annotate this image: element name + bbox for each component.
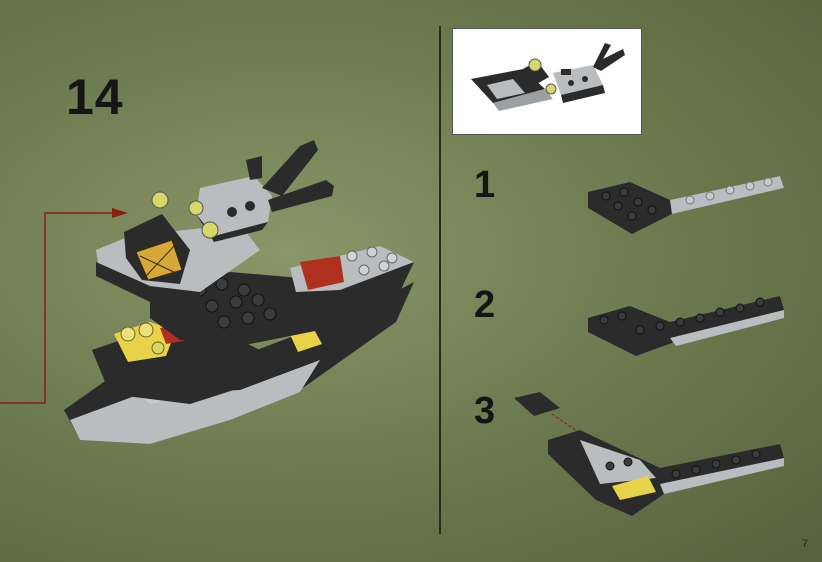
- sub-step-2-number: 2: [474, 284, 496, 326]
- page-divider: [439, 26, 441, 534]
- sub-step-3-illustration: [514, 392, 784, 516]
- sub-step-1-number: 1: [474, 164, 496, 206]
- page-number: 7: [802, 538, 809, 550]
- sub-step-2-illustration: [588, 296, 784, 356]
- main-model-illustration: [64, 140, 414, 444]
- assembly-arrow: [0, 208, 128, 404]
- main-step-number: 14: [66, 69, 124, 125]
- preview-model-illustration: [471, 43, 625, 111]
- sub-step-1-illustration: [588, 176, 784, 234]
- completed-model-preview: [452, 28, 642, 135]
- sub-step-3-number: 3: [474, 390, 496, 432]
